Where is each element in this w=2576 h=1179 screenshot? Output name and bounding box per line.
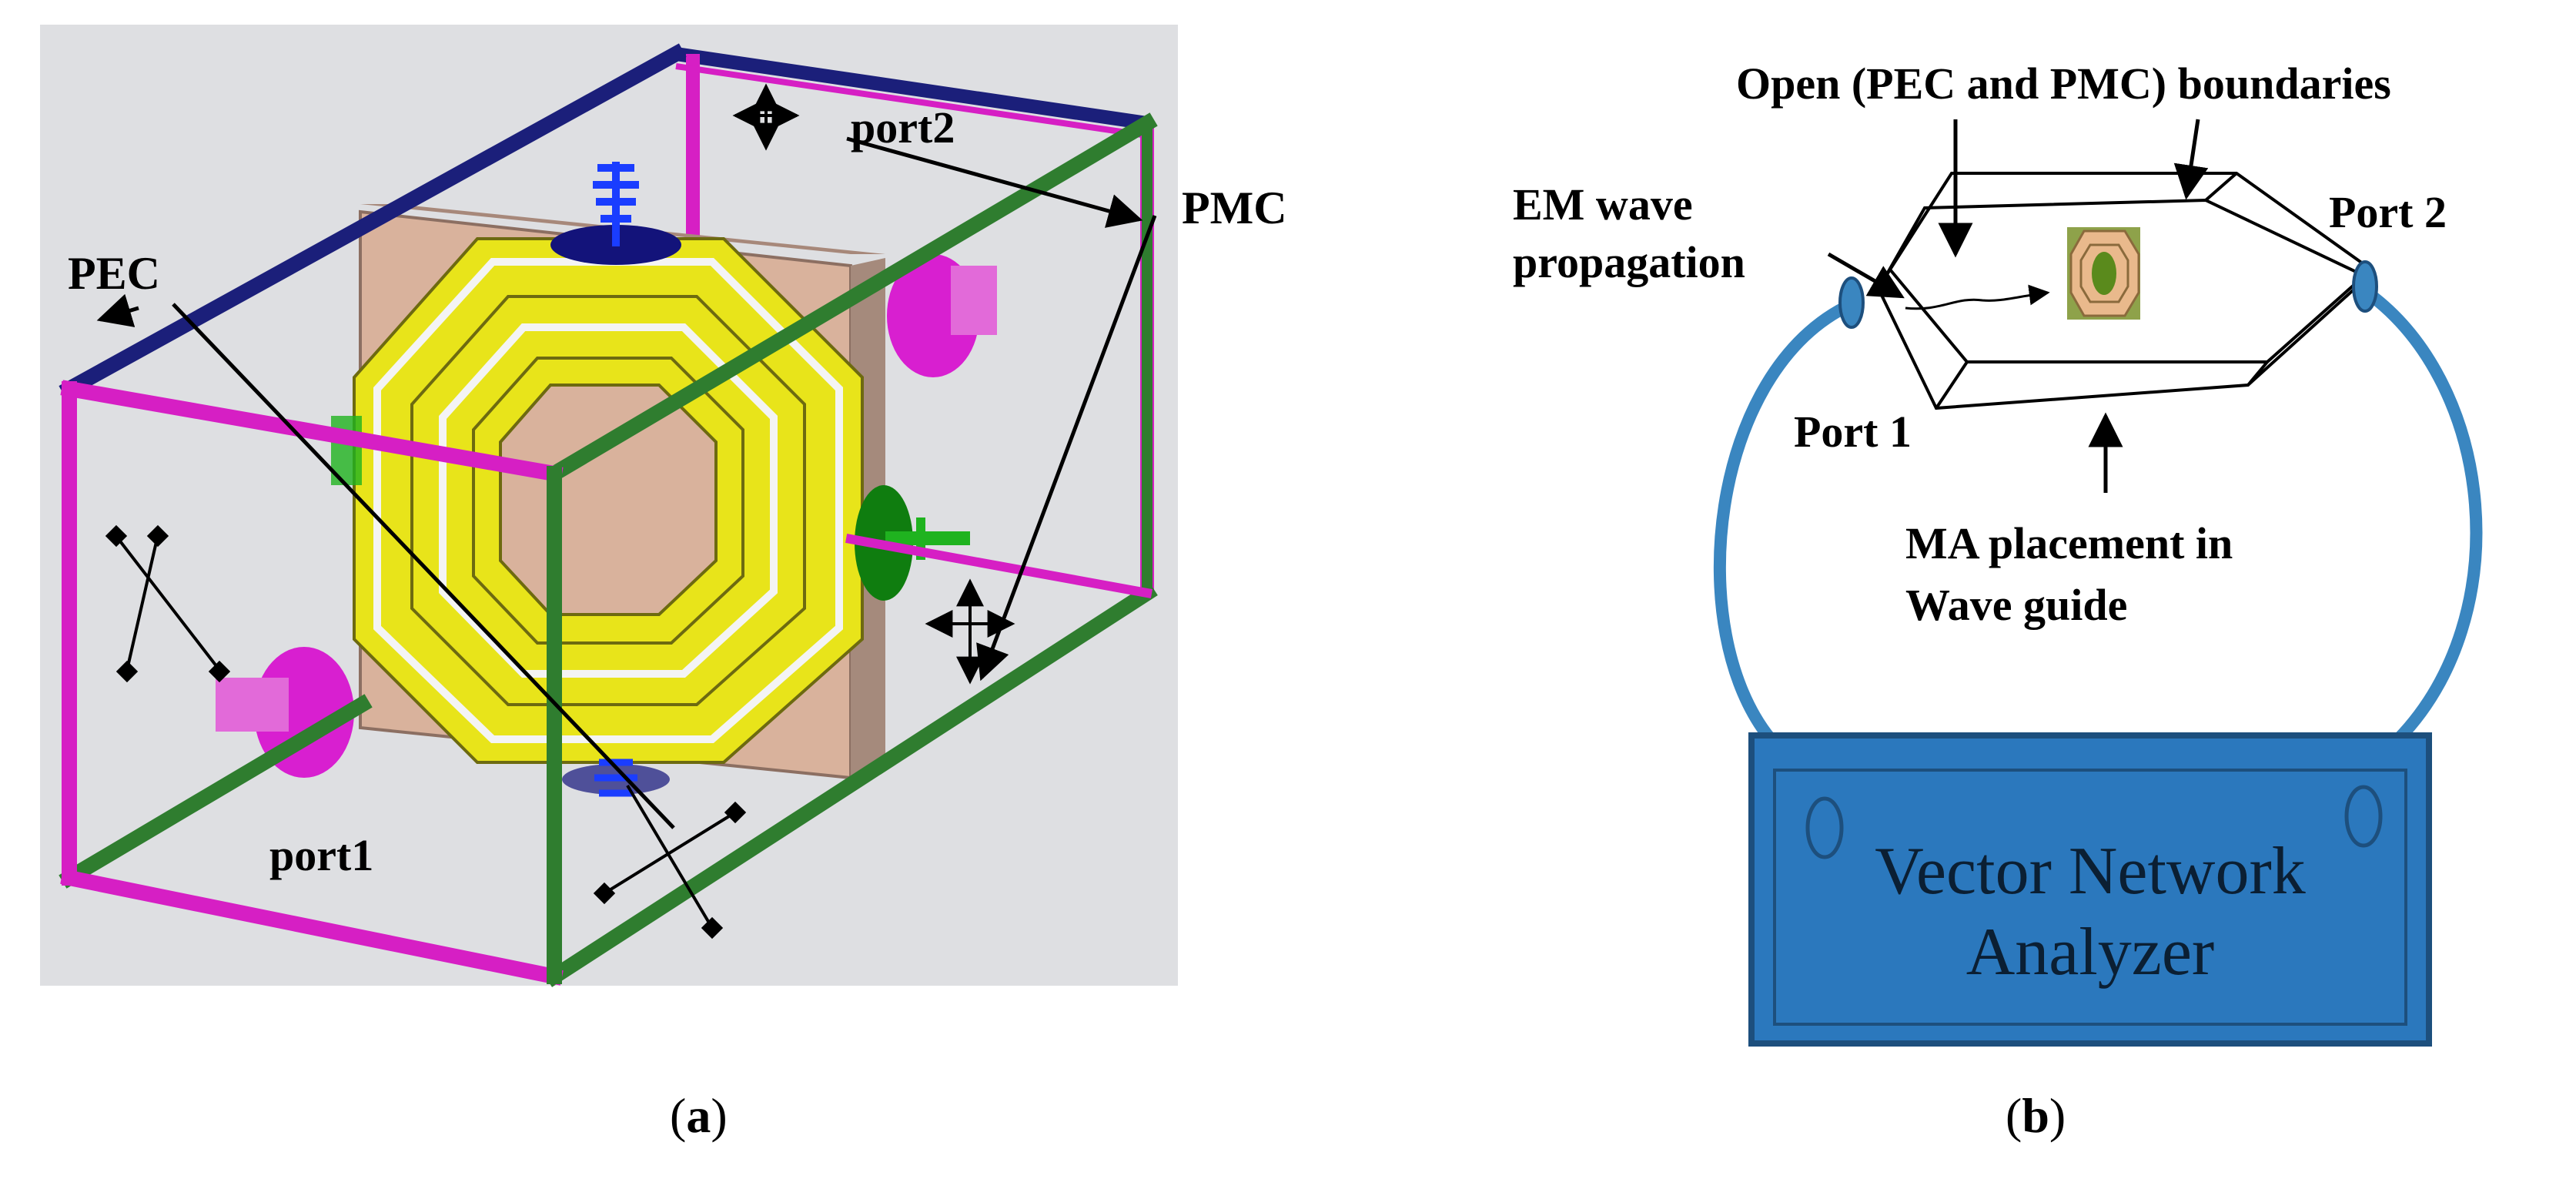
port2-label: port2 xyxy=(851,102,955,152)
octagonal-resonator xyxy=(353,237,864,764)
four-way-arrow-port2 xyxy=(732,83,800,151)
probe-right-magenta xyxy=(887,254,997,377)
pointer-arrows xyxy=(96,136,1157,829)
vna-label-line2: Analyzer xyxy=(1966,915,2214,990)
pmc-arrow-2 xyxy=(976,215,1157,682)
cross-markers xyxy=(105,524,747,940)
port2-label-b: Port 2 xyxy=(2329,187,2447,237)
panel-b: Open (PEC and PMC) boundaries EM wave pr… xyxy=(1513,59,2483,1143)
port2-connector xyxy=(2352,260,2378,313)
boundaries-label: Open (PEC and PMC) boundaries xyxy=(1736,59,2391,109)
port1-connector xyxy=(1838,276,1865,329)
pmc-label: PMC xyxy=(1182,183,1287,233)
probe-top xyxy=(550,162,681,265)
ma-label-line1: MA placement in xyxy=(1905,518,2233,568)
port1-label-b: Port 1 xyxy=(1794,407,1912,457)
vna-label-line1: Vector Network xyxy=(1875,834,2306,909)
pec-label: PEC xyxy=(68,248,160,299)
ma-label-line2: Wave guide xyxy=(1905,580,2127,630)
box-frame xyxy=(59,43,1158,987)
panel-a: PEC PMC port2 port1 (a) xyxy=(40,25,1287,1143)
pmc-arrow-1 xyxy=(846,136,1143,228)
wave-arrow xyxy=(1905,284,2050,310)
pec-arrow-1 xyxy=(96,293,139,327)
four-way-arrow-right xyxy=(925,578,1015,685)
panel-a-caption: (a) xyxy=(670,1088,728,1143)
panel-b-pointers xyxy=(1827,119,2209,493)
cross-marker-bottom xyxy=(593,784,747,940)
port1-label: port1 xyxy=(269,830,373,880)
panel-b-caption: (b) xyxy=(2006,1088,2066,1143)
vector-network-analyzer: Vector Network Analyzer xyxy=(1748,732,2432,1047)
em-wave-label-line2: propagation xyxy=(1513,237,1745,287)
cross-marker-left xyxy=(105,524,231,683)
ma-tile xyxy=(2067,227,2140,320)
cable-right xyxy=(2364,287,2483,744)
pec-arrow-2 xyxy=(172,303,675,829)
probe-bottom xyxy=(562,759,670,797)
cable-left xyxy=(1713,298,1855,744)
em-wave-label-line1: EM wave xyxy=(1513,179,1693,229)
